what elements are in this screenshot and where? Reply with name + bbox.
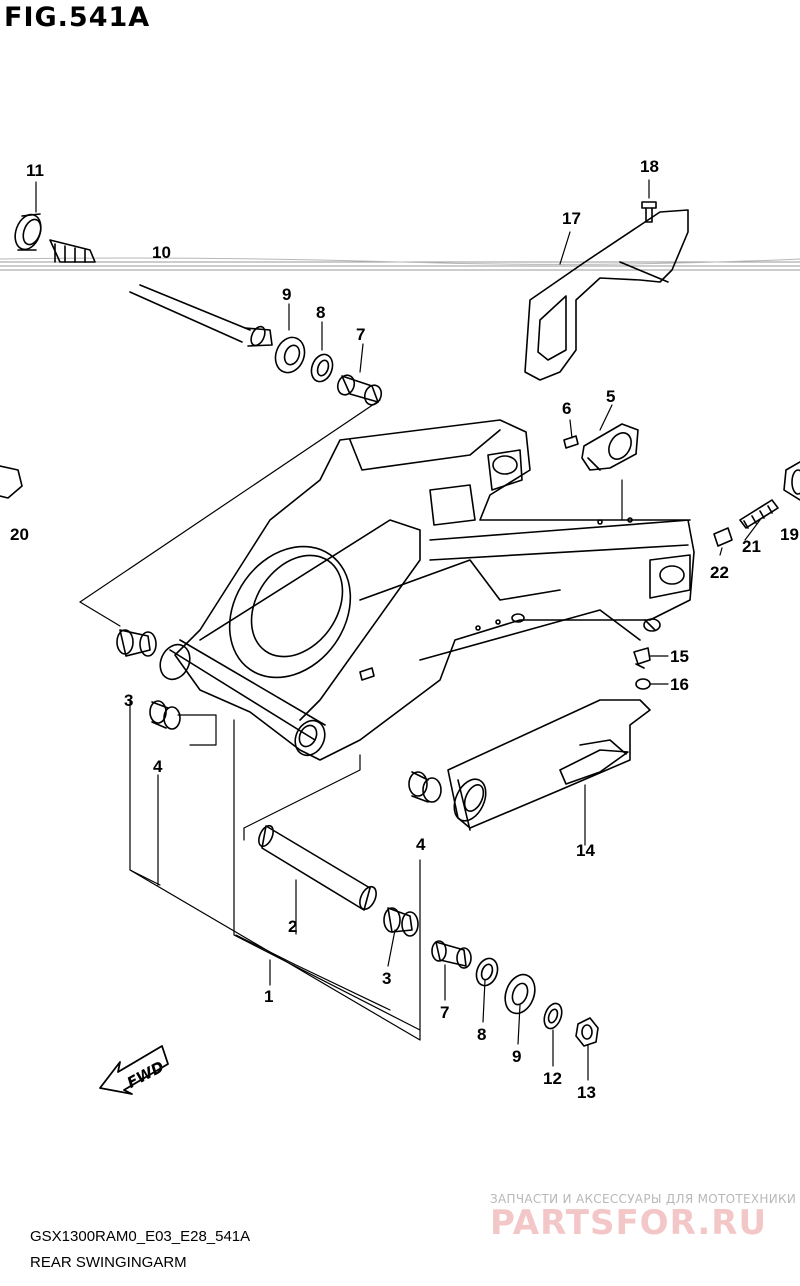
part-3-right-bearing bbox=[383, 907, 419, 937]
part-4-right-bearing bbox=[408, 771, 442, 803]
leader-lines bbox=[35, 179, 761, 1081]
part-19-adjuster bbox=[783, 461, 800, 501]
callout-1: 1 bbox=[264, 987, 273, 1006]
callout-8-lower: 8 bbox=[477, 1025, 486, 1044]
section-name: REAR SWINGINGARM bbox=[30, 1254, 187, 1271]
watermark-subtitle: ЗАПЧАСТИ И АКСЕССУАРЫ ДЛЯ МОТОТЕХНИКИ bbox=[490, 1192, 797, 1206]
part-6-bolt bbox=[563, 435, 579, 449]
part-8-upper-washer bbox=[310, 353, 334, 383]
figure-title: FIG.541A bbox=[4, 2, 151, 33]
callout-3-left: 3 bbox=[124, 691, 133, 710]
part-21-adjuster-bolt bbox=[739, 499, 779, 529]
callout-15: 15 bbox=[670, 647, 689, 666]
part-12-washer bbox=[543, 1002, 563, 1030]
part-17-chain-cover bbox=[524, 209, 689, 381]
callout-2: 2 bbox=[288, 917, 297, 936]
part-14-chain-guard bbox=[447, 699, 651, 831]
callout-18: 18 bbox=[640, 157, 659, 176]
callout-22: 22 bbox=[710, 563, 729, 582]
part-1-swingarm bbox=[159, 419, 695, 761]
part-7-upper-spacer bbox=[336, 374, 383, 406]
scan-noise-band bbox=[0, 257, 800, 271]
callout-12: 12 bbox=[543, 1069, 562, 1088]
part-22-nut bbox=[713, 527, 733, 547]
part-13-nut bbox=[575, 1017, 599, 1047]
part-16-nut bbox=[635, 678, 651, 690]
part-18-screw bbox=[641, 201, 657, 223]
callout-21: 21 bbox=[742, 537, 761, 556]
callout-10: 10 bbox=[152, 243, 171, 262]
callout-9-upper: 9 bbox=[282, 285, 291, 304]
part-5-bracket bbox=[581, 423, 639, 471]
callout-4-left: 4 bbox=[153, 757, 163, 776]
callout-19: 19 bbox=[780, 525, 799, 544]
callout-20: 20 bbox=[10, 525, 29, 544]
callout-17: 17 bbox=[562, 209, 581, 228]
callout-11: 11 bbox=[26, 161, 44, 180]
callout-3-right: 3 bbox=[382, 969, 391, 988]
part-15-bolt bbox=[633, 647, 651, 669]
part-4-left-bearing bbox=[149, 700, 181, 730]
callout-6: 6 bbox=[562, 399, 571, 418]
watermark-logo: PARTSFOR.RU bbox=[490, 1203, 768, 1243]
part-8-lower-washer bbox=[475, 957, 499, 987]
callout-5: 5 bbox=[606, 387, 615, 406]
part-2-collar bbox=[258, 824, 377, 911]
callout-8-upper: 8 bbox=[316, 303, 325, 322]
callout-13: 13 bbox=[577, 1083, 596, 1102]
part-7-lower-spacer bbox=[431, 940, 472, 969]
part-9-upper-bearing bbox=[274, 336, 306, 374]
model-code: GSX1300RAM0_E03_E28_541A bbox=[30, 1228, 251, 1245]
callout-16: 16 bbox=[670, 675, 689, 694]
part-11-cap bbox=[14, 213, 42, 251]
callout-4-right: 4 bbox=[416, 835, 426, 854]
callout-7-upper: 7 bbox=[356, 325, 365, 344]
callout-9-lower: 9 bbox=[512, 1047, 521, 1066]
fwd-arrow-icon bbox=[99, 1045, 169, 1095]
part-3-left-bearing bbox=[116, 629, 157, 657]
callout-group: 11 10 9 8 7 18 17 5 6 20 19 21 22 15 16 … bbox=[10, 157, 799, 1102]
callout-14: 14 bbox=[576, 841, 595, 860]
part-9-lower-bearing bbox=[504, 973, 536, 1015]
part-10-pivot-shaft bbox=[49, 239, 273, 347]
part-20-clip bbox=[0, 465, 23, 499]
callout-7-lower: 7 bbox=[440, 1003, 449, 1022]
